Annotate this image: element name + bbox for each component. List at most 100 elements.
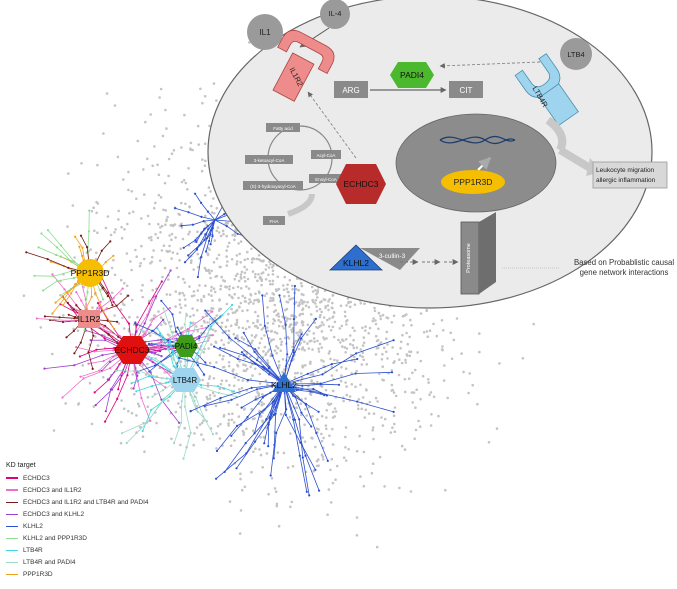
network-node: [240, 406, 243, 409]
network-edge: [241, 351, 256, 365]
background-gene-dot: [209, 289, 213, 292]
background-gene-dot: [422, 331, 426, 334]
background-gene-dot: [159, 316, 163, 319]
network-node: [185, 312, 188, 315]
background-gene-dot: [267, 492, 270, 496]
background-gene-dot: [391, 426, 394, 430]
background-gene-dot: [323, 338, 326, 341]
background-gene-dot: [183, 298, 187, 301]
background-gene-dot: [426, 335, 430, 339]
background-gene-dot: [261, 260, 264, 263]
background-gene-dot: [136, 402, 140, 406]
background-gene-dot: [294, 322, 298, 325]
background-gene-dot: [156, 236, 160, 240]
background-gene-dot: [374, 334, 378, 338]
background-gene-dot: [332, 310, 336, 314]
legend-swatch: [6, 574, 18, 576]
background-gene-dot: [227, 412, 231, 416]
background-gene-dot: [392, 414, 396, 418]
nucleus: [395, 113, 557, 213]
network-node: [156, 327, 159, 330]
background-gene-dot: [409, 318, 412, 322]
network-node: [192, 330, 195, 333]
background-gene-dot: [260, 272, 264, 275]
network-edge: [190, 397, 221, 412]
background-gene-dot: [146, 214, 150, 218]
background-gene-dot: [455, 317, 459, 320]
background-gene-dot: [414, 428, 418, 432]
background-gene-dot: [353, 360, 357, 363]
network-edge: [79, 246, 83, 257]
background-gene-dot: [258, 448, 261, 451]
network-edge: [107, 292, 113, 306]
background-gene-dot: [249, 377, 253, 381]
network-edge: [171, 331, 179, 357]
background-gene-dot: [364, 325, 367, 328]
background-gene-dot: [408, 335, 411, 339]
background-gene-dot: [244, 369, 247, 373]
background-gene-dot: [287, 294, 291, 298]
background-gene-dot: [227, 364, 231, 368]
network-edge: [108, 363, 120, 381]
network-node: [269, 474, 272, 477]
network-node: [112, 254, 115, 257]
background-gene-dot: [229, 324, 233, 328]
background-gene-dot: [401, 333, 404, 337]
background-gene-dot: [405, 313, 408, 316]
background-gene-dot: [320, 359, 323, 362]
background-gene-dot: [241, 429, 245, 433]
network-node: [75, 304, 78, 307]
il1-ligand: [247, 14, 283, 50]
network-edge: [189, 390, 195, 402]
background-gene-dot: [330, 365, 334, 369]
background-gene-dot: [256, 326, 260, 330]
network-edge: [62, 293, 72, 306]
background-gene-dot: [228, 288, 231, 291]
background-gene-dot: [275, 332, 279, 335]
background-gene-dot: [315, 459, 319, 463]
background-gene-dot: [392, 361, 395, 365]
background-gene-dot: [394, 394, 398, 398]
network-node: [178, 356, 181, 359]
network-edge: [200, 202, 209, 212]
background-gene-dot: [344, 338, 348, 341]
background-gene-dot: [253, 335, 257, 339]
background-gene-dot: [403, 448, 407, 451]
network-edge: [121, 362, 127, 376]
network-node: [96, 302, 100, 305]
network-node: [392, 339, 395, 342]
background-gene-dot: [222, 232, 225, 236]
background-gene-dot: [297, 347, 301, 351]
network-node: [83, 329, 86, 332]
background-gene-dot: [241, 326, 245, 330]
network-edge: [269, 407, 276, 419]
network-edge: [302, 457, 310, 496]
background-gene-dot: [270, 477, 274, 480]
background-gene-dot: [291, 288, 294, 291]
background-gene-dot: [226, 221, 230, 225]
background-gene-dot: [221, 229, 225, 233]
network-edge: [184, 324, 188, 336]
network-node: [196, 275, 199, 279]
network-node: [85, 306, 88, 309]
background-gene-dot: [263, 334, 266, 337]
background-gene-dot: [286, 335, 290, 339]
background-gene-dot: [368, 326, 372, 330]
network-edge: [169, 340, 174, 355]
network-node: [390, 371, 394, 374]
background-gene-dot: [251, 339, 254, 343]
background-gene-dot: [258, 372, 262, 376]
background-gene-dot: [301, 346, 305, 349]
background-gene-dot: [112, 258, 115, 262]
network-edge: [57, 277, 74, 282]
background-gene-dot: [290, 500, 294, 504]
background-gene-dot: [237, 378, 240, 382]
network-edge: [207, 211, 216, 221]
network-edge: [161, 399, 180, 424]
background-gene-dot: [176, 252, 179, 255]
network-node: [166, 348, 169, 351]
background-gene-dot: [151, 164, 154, 168]
background-gene-dot: [228, 383, 231, 387]
background-gene-dot: [275, 504, 279, 508]
network-edge: [298, 419, 304, 458]
